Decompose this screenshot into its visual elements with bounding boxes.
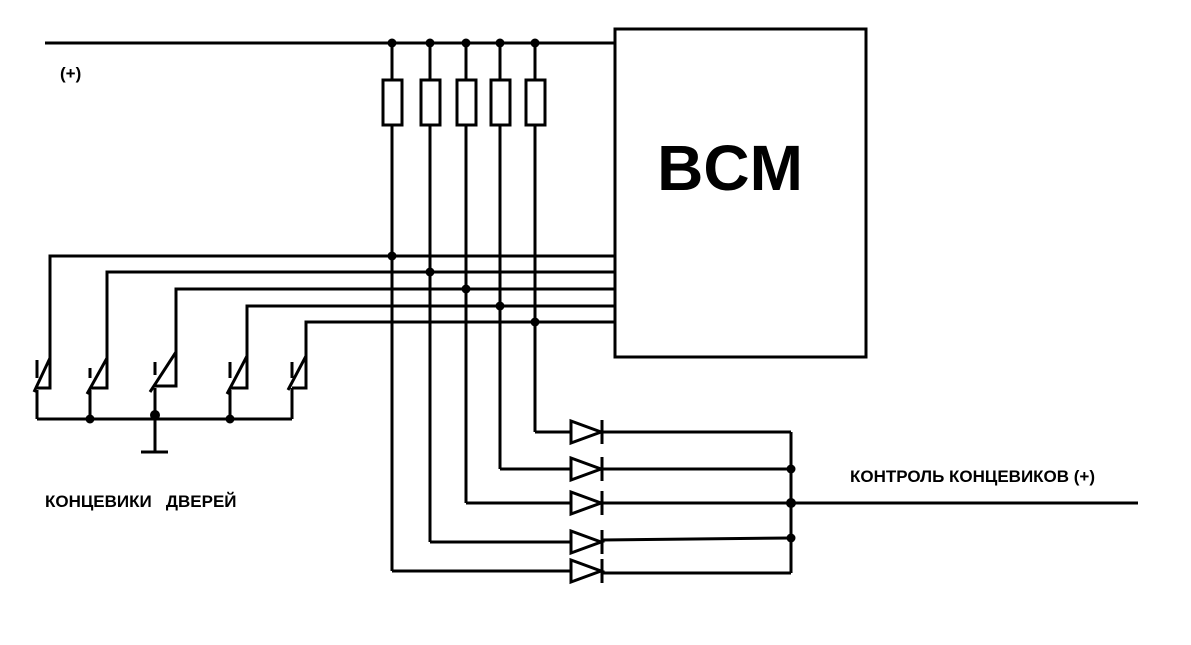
- diode-row-5: [392, 557, 791, 585]
- diode-row-4: [430, 528, 792, 556]
- door-switches-label: КОНЦЕВИКИ ДВЕРЕЙ: [45, 492, 237, 511]
- diode-row-2: [500, 455, 791, 483]
- monitor-output-bus: [786, 432, 1138, 573]
- resistor-column-5: [524, 38, 547, 432]
- resistor-5: [524, 78, 547, 127]
- resistor-1: [381, 78, 404, 127]
- diode-row-3: [466, 489, 791, 517]
- door-switch-4: [225, 355, 249, 419]
- bcm-module: BCM: [613, 27, 868, 359]
- resistor-4: [489, 78, 512, 127]
- signal-line-2: [90, 270, 615, 390]
- diode-1: [569, 418, 606, 446]
- resistor-3: [455, 78, 478, 127]
- diode-3: [569, 489, 606, 517]
- resistor-column-1: [381, 38, 404, 571]
- signal-line-4: [230, 304, 615, 390]
- door-switches: [32, 351, 308, 419]
- signal-line-3: [155, 287, 615, 388]
- resistor-column-3: [455, 38, 478, 503]
- door-switch-1: [32, 357, 52, 419]
- diode-4: [569, 528, 606, 556]
- diode-5: [569, 557, 606, 585]
- door-switch-2: [85, 357, 109, 419]
- resistor-column-4: [489, 38, 512, 469]
- ground-bus: [37, 410, 292, 454]
- diode-2: [569, 455, 606, 483]
- resistor-2: [419, 78, 442, 127]
- door-switch-5: [286, 355, 308, 419]
- switch-monitor-label: КОНТРОЛЬ КОНЦЕВИКОВ (+): [850, 467, 1095, 486]
- diode-row-1: [535, 418, 791, 446]
- signal-line-1: [37, 254, 615, 390]
- positive-label: (+): [60, 64, 81, 83]
- resistor-column-2: [419, 38, 442, 542]
- signal-line-5: [292, 320, 615, 390]
- bcm-label: BCM: [657, 132, 803, 204]
- switch-signal-lines: [37, 251, 615, 390]
